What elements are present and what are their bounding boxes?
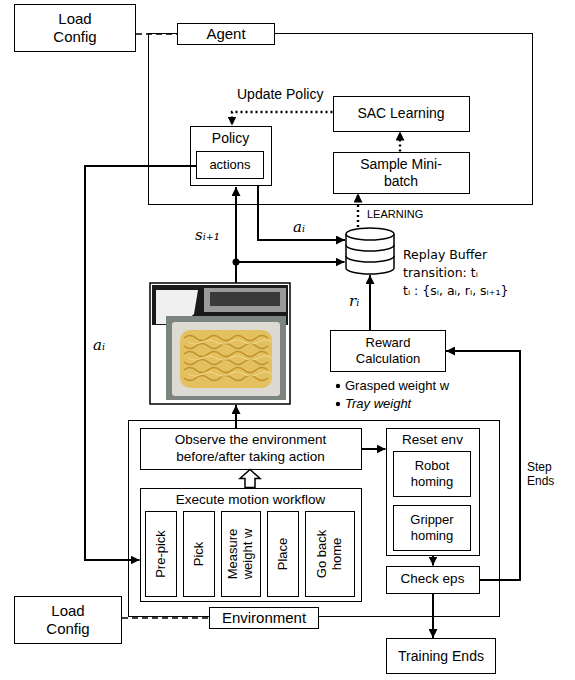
cylinder-top: [346, 228, 394, 240]
action-label: aᵢ: [92, 336, 106, 354]
box-text: tᵢ : {sᵢ, aᵢ, rᵢ, sᵢ₊₁}: [403, 283, 508, 298]
noodle-highlights: [188, 340, 272, 376]
box-text: SAC Learning: [357, 105, 444, 122]
box-text: Reset env: [387, 432, 479, 448]
reward-label: rᵢ: [348, 292, 360, 310]
action-label: aᵢ: [292, 218, 306, 236]
box-text: Reward Calculation: [342, 335, 434, 366]
process-box: Observe the environment before/after tak…: [140, 428, 362, 470]
process-box: SAC Learning: [333, 96, 470, 132]
process-box: Robot homing: [393, 451, 471, 497]
environment-panel: EnvironmentObserve the environment befor…: [128, 420, 500, 617]
box-text: Place: [276, 517, 291, 591]
agent-panel: AgentPolicyactionsSAC LearningSample Min…: [148, 33, 533, 205]
state-label: sᵢ₊₁: [194, 226, 221, 244]
state-arrow: [236, 261, 345, 263]
config-box: Load Config: [14, 596, 122, 644]
depth-map: [210, 292, 280, 306]
step-box: Pick: [183, 511, 215, 597]
box-text: Policy: [191, 130, 271, 147]
step-box: Pre-pick: [145, 511, 177, 597]
depth-map: [204, 288, 286, 312]
flow-arrow: [446, 351, 520, 580]
observation-image: [150, 283, 290, 404]
edge-label: Update Policy: [236, 86, 324, 103]
state-arrow: [235, 187, 237, 283]
noodle-strands: [184, 336, 268, 381]
process-box: Reward Calculation: [330, 330, 446, 372]
step-box: Place: [267, 511, 299, 597]
box-text: Load Config: [43, 10, 107, 46]
database-cylinder: Replay Buffertransition: tᵢtᵢ : {sᵢ, aᵢ,…: [345, 227, 395, 275]
noodles: [180, 330, 272, 388]
photo-ground: [166, 316, 286, 400]
workflow-box: Execute motion workflowPre-pick Pick Measu…: [140, 488, 362, 602]
box-text: actions: [209, 157, 250, 173]
flow-arrow: [399, 132, 401, 152]
flow-arrow: [432, 594, 434, 639]
tray-photo: [166, 316, 286, 400]
box-text: Replay Buffer: [403, 247, 487, 262]
flow-arrow: [362, 448, 386, 450]
box-text: Environment: [209, 607, 319, 629]
junction-dot: [233, 259, 240, 266]
flow-arrow: [258, 186, 345, 241]
flow-arrow: [369, 275, 371, 330]
cylinder-band: [346, 245, 394, 251]
bullet-dot: [336, 402, 340, 406]
cylinder-outline: [345, 227, 395, 275]
process-box: Sample Mini-batch: [333, 152, 470, 194]
edge-label: LEARNING: [366, 208, 424, 221]
box-text: Measure weight w: [226, 517, 256, 591]
step-box: Go back home: [305, 511, 355, 597]
hollow-arrow: [240, 470, 260, 488]
flow-arrow: [232, 112, 333, 126]
observation-arrow: [235, 405, 237, 428]
box-text: Training Ends: [398, 648, 484, 665]
box-text: Pick: [192, 517, 207, 591]
edge-label: Step Ends: [526, 460, 570, 489]
box-text: Agent: [177, 23, 275, 45]
image-frame: [150, 283, 290, 404]
box-text: Execute motion workflow: [141, 492, 361, 508]
box-text: Check eps: [401, 571, 465, 587]
bullet-dot: [336, 384, 340, 388]
box-text: Go back home: [315, 517, 345, 591]
process-box: Gripper homing: [393, 505, 471, 551]
bullet-text: Tray weight: [344, 396, 412, 412]
box-text: Load Config: [36, 602, 100, 638]
bullet-text: Grasped weight w: [344, 378, 450, 394]
flow-arrow: [122, 617, 209, 619]
flow-arrow: [357, 194, 359, 228]
cylinder-band: [346, 256, 394, 262]
reset-box: Reset envRobot homingGripper homing: [386, 428, 480, 556]
box-text: Observe the environment before/after tak…: [151, 432, 351, 464]
config-box: Load Config: [14, 4, 136, 52]
terminal-box: Training Ends: [386, 638, 496, 674]
box-text: transition: tᵢ: [403, 265, 478, 280]
box-text: Gripper homing: [401, 512, 463, 543]
flow-arrow: [432, 556, 434, 566]
tray: [172, 322, 280, 396]
action-box: actions: [196, 151, 264, 179]
policy-box: Policy actions: [190, 126, 272, 186]
box-text: Pre-pick: [154, 517, 169, 591]
box-text: Sample Mini-batch: [355, 156, 447, 190]
step-box: Measure weight w: [221, 511, 261, 597]
box-text: Robot homing: [401, 458, 463, 489]
process-box: Check eps: [386, 566, 480, 594]
